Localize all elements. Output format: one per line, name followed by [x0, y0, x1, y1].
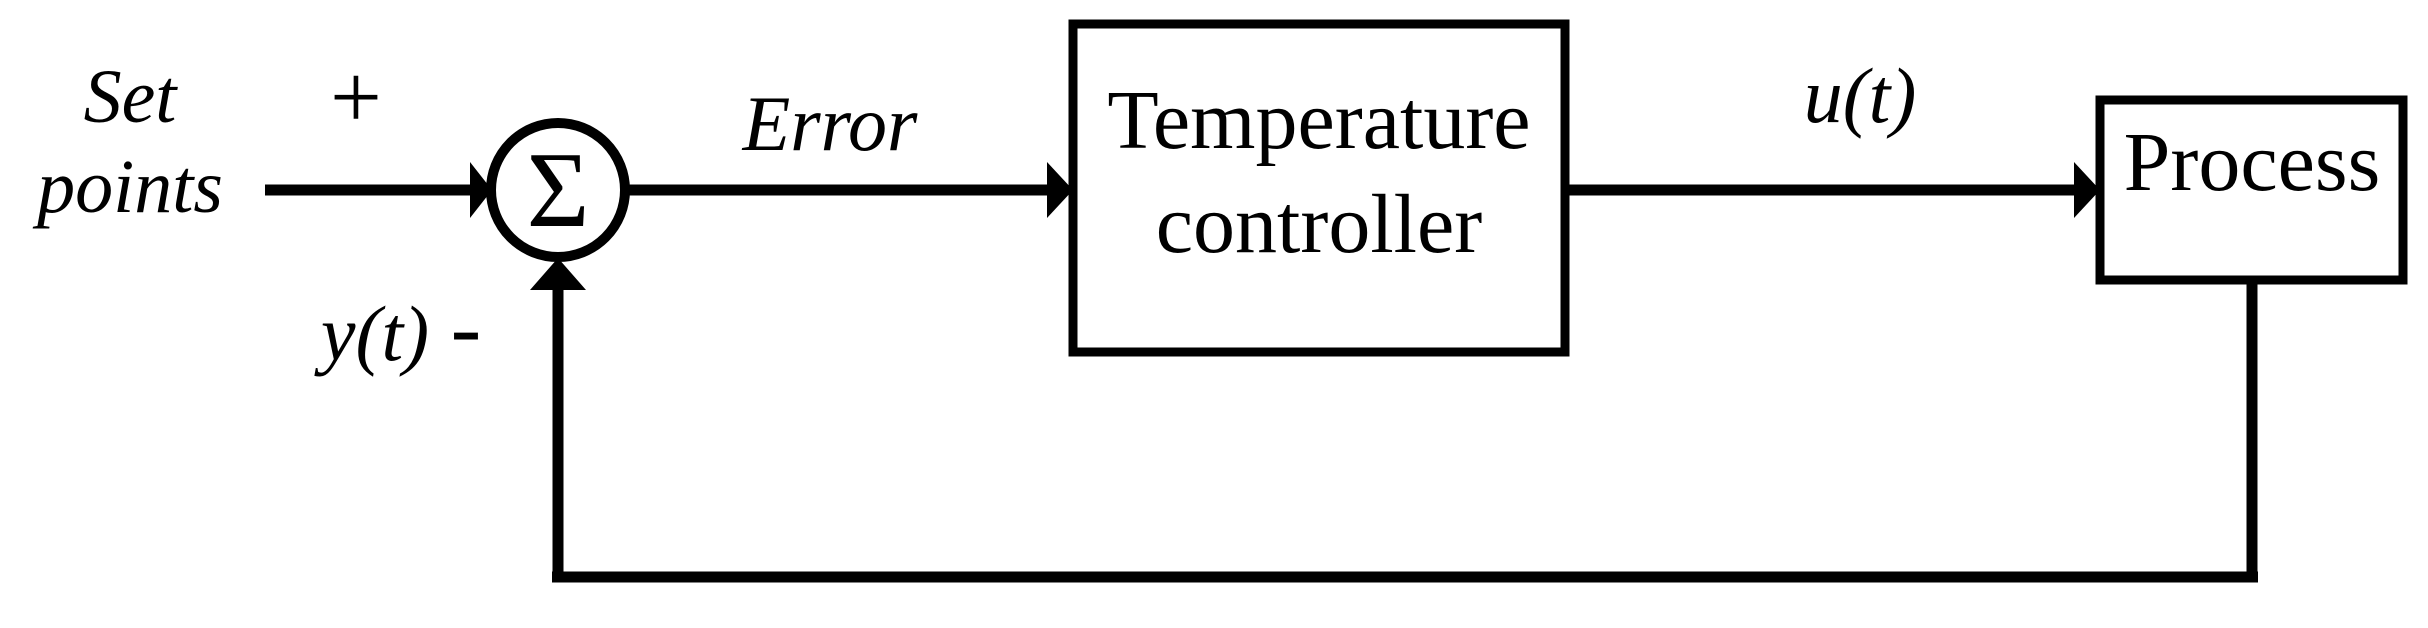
- sigma-symbol: Σ: [527, 131, 590, 250]
- setpoint-input-arrowhead: [470, 162, 492, 218]
- control-signal-label: u(t): [1804, 52, 1917, 139]
- temperature-controller-block[interactable]: Temperature controller: [1068, 19, 1570, 357]
- error-label: Error: [742, 80, 918, 167]
- plus-sign-label: +: [330, 46, 382, 148]
- minus-sign-label: -: [451, 276, 482, 378]
- setpoint-label-line1: Set: [84, 55, 179, 139]
- feedback-path: [530, 258, 2258, 583]
- summing-junction: Σ: [486, 118, 630, 262]
- feedback-signal-label: y(t): [314, 290, 429, 377]
- process-label: Process: [2124, 116, 2381, 209]
- temperature-controller-label-line2: controller: [1156, 178, 1483, 271]
- error-signal-arrowhead: [1047, 162, 1073, 218]
- error-signal-arrow: [625, 162, 1073, 218]
- control-signal-arrowhead: [2074, 162, 2100, 218]
- control-signal-arrow: [1565, 162, 2100, 218]
- feedback-arrowhead: [530, 258, 586, 290]
- setpoint-label-line2: points: [32, 145, 223, 229]
- temperature-controller-label-line1: Temperature: [1107, 74, 1530, 167]
- process-block[interactable]: Process: [2095, 95, 2408, 285]
- setpoint-input-arrow: [265, 162, 492, 218]
